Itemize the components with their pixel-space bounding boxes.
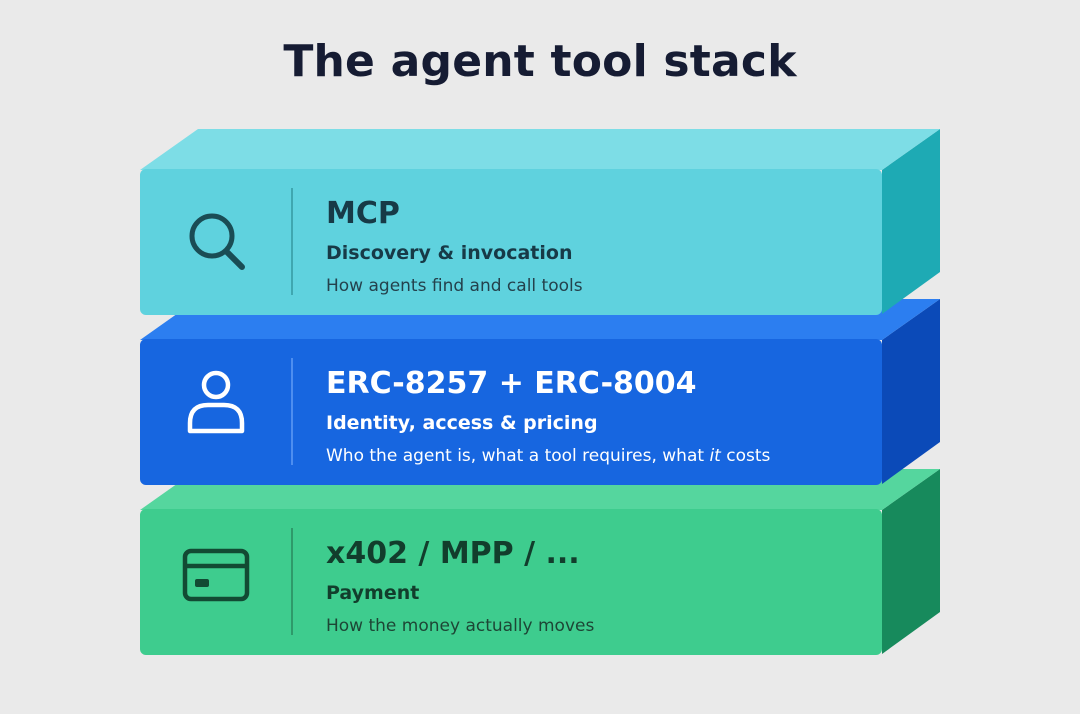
search-icon xyxy=(189,213,245,270)
payment-layer-side xyxy=(882,469,940,654)
layer-divider xyxy=(291,528,293,635)
layer-divider xyxy=(291,358,293,465)
layer-identity: ERC-8257 + ERC-8004 Identity, access & p… xyxy=(140,339,882,484)
page-title: The agent tool stack xyxy=(283,36,797,87)
description-text: Who the agent is, what a tool requires, … xyxy=(326,446,710,466)
layer-divider xyxy=(291,188,293,295)
layer-subheading: Payment xyxy=(326,582,420,604)
layer-heading: x402 / MPP / ... xyxy=(326,536,580,571)
layer-description: Who the agent is, what a tool requires, … xyxy=(326,446,770,466)
identity-layer-side xyxy=(882,299,940,484)
layer-heading: ERC-8257 + ERC-8004 xyxy=(326,366,697,401)
credit-card-icon xyxy=(182,548,250,602)
layer-subheading: Discovery & invocation xyxy=(326,242,573,264)
payment-layer-front xyxy=(140,509,882,655)
description-text: costs xyxy=(720,446,771,466)
layer-heading: MCP xyxy=(326,196,400,231)
user-icon xyxy=(187,370,245,434)
layer-description: How the money actually moves xyxy=(326,616,595,636)
layer-description: How agents find and call tools xyxy=(326,276,583,296)
layer-subheading: Identity, access & pricing xyxy=(326,412,598,434)
description-emphasis: it xyxy=(709,446,721,466)
mcp-layer-top xyxy=(140,129,940,170)
identity-layer-front xyxy=(140,339,882,485)
mcp-layer-side xyxy=(882,129,940,314)
mcp-layer-front xyxy=(140,169,882,315)
layer-payment: x402 / MPP / ... Payment How the money a… xyxy=(140,509,882,654)
layer-mcp: MCP Discovery & invocation How agents fi… xyxy=(140,169,882,314)
